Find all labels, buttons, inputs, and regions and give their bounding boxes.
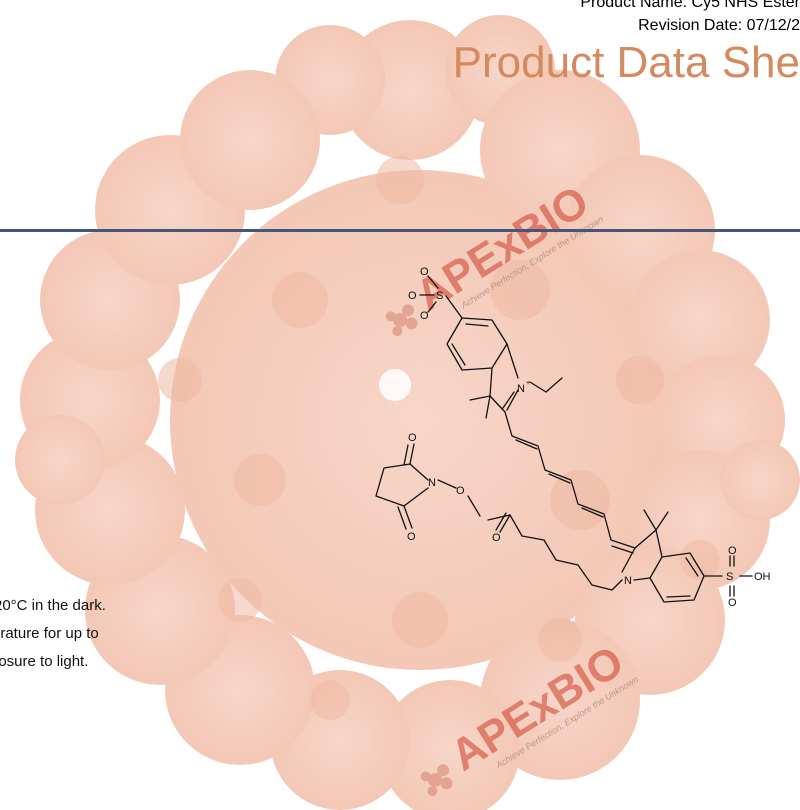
atom-label: N (428, 477, 436, 489)
atom-label: O (728, 545, 737, 557)
atom-label: O (728, 597, 737, 609)
storage-line: erature for up to (0, 625, 99, 642)
atom-label: O (408, 432, 417, 444)
page-title: Product Data She (452, 38, 800, 87)
product-name: Product Name: Cy5 NHS Ester (580, 0, 800, 11)
watermark-orb-icon (420, 764, 453, 797)
atom-label: S (726, 571, 733, 583)
atom-label: O (492, 532, 501, 544)
header-divider (0, 229, 800, 232)
atom-label: O (408, 290, 417, 302)
revision-date: Revision Date: 07/12/2 (638, 17, 800, 34)
atom-label: O (456, 485, 465, 497)
atom-label: S (436, 290, 443, 302)
atom-label: O (407, 531, 416, 543)
atom-label: N (517, 383, 525, 395)
atom-labels: O O S O N + O N O O O N O S OH O (407, 266, 771, 609)
storage-line: 20°C in the dark. (0, 597, 106, 614)
storage-line: posure to light. (0, 653, 89, 670)
atom-label: + (526, 380, 530, 387)
atom-label: O (420, 310, 429, 322)
atom-label: OH (754, 571, 771, 583)
watermark-orb-icon (385, 304, 418, 337)
atom-label: O (420, 266, 429, 278)
atom-label: N (624, 575, 632, 587)
